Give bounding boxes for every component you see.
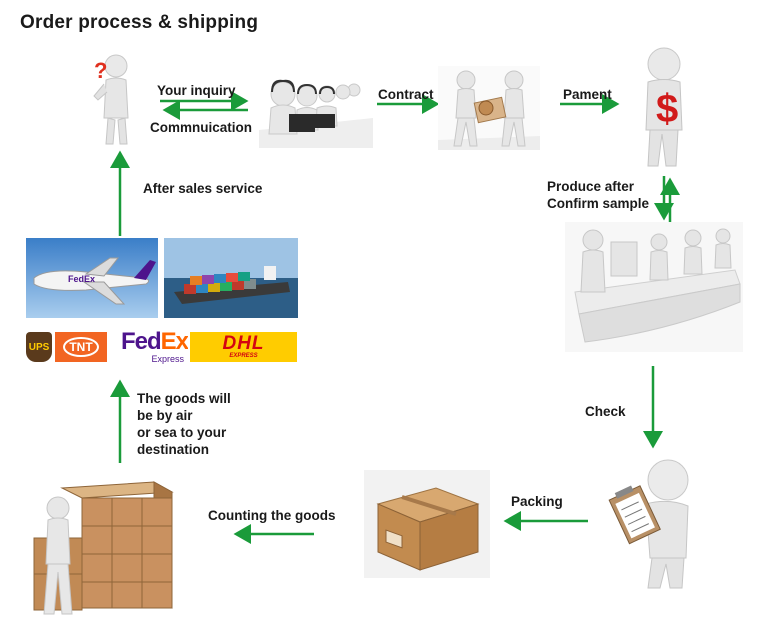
- label-contract: Contract: [378, 87, 434, 102]
- label-payment: Pament: [563, 87, 612, 102]
- svg-text:$: $: [656, 87, 678, 131]
- handshake-icon: [438, 66, 540, 150]
- cardboard-box-icon: [364, 470, 490, 578]
- label-packing: Packing: [511, 494, 563, 509]
- label-shipping: The goods will be by air or sea to your …: [137, 391, 231, 457]
- cargo-plane-icon: FedEx: [26, 238, 158, 318]
- dollar-figure-icon: $: [626, 42, 698, 170]
- label-inquiry: Your inquiry: [157, 83, 236, 98]
- tnt-logo: TNT: [55, 332, 107, 362]
- ups-logo: UPS: [26, 332, 52, 362]
- label-counting: Counting the goods: [208, 508, 336, 523]
- clipboard-figure-icon: [606, 454, 702, 592]
- container-ship-icon: [164, 238, 298, 318]
- label-after-sales: After sales service: [143, 181, 263, 196]
- label-produce: Produce after Confirm sample: [547, 179, 650, 211]
- boxes-stack-icon: [22, 468, 182, 620]
- fedex-logo: FedEx Express: [110, 328, 188, 366]
- label-communication: Commnuication: [150, 120, 253, 135]
- dhl-logo: DHL EXPRESS: [190, 332, 297, 362]
- call-center-icon: [259, 70, 373, 148]
- label-check: Check: [585, 404, 626, 419]
- production-line-icon: [565, 222, 743, 352]
- question-figure-icon: ?: [80, 48, 140, 148]
- svg-text:?: ?: [94, 58, 107, 83]
- page-title: Order process & shipping: [20, 12, 259, 33]
- plane-brand-text: FedEx: [68, 274, 95, 284]
